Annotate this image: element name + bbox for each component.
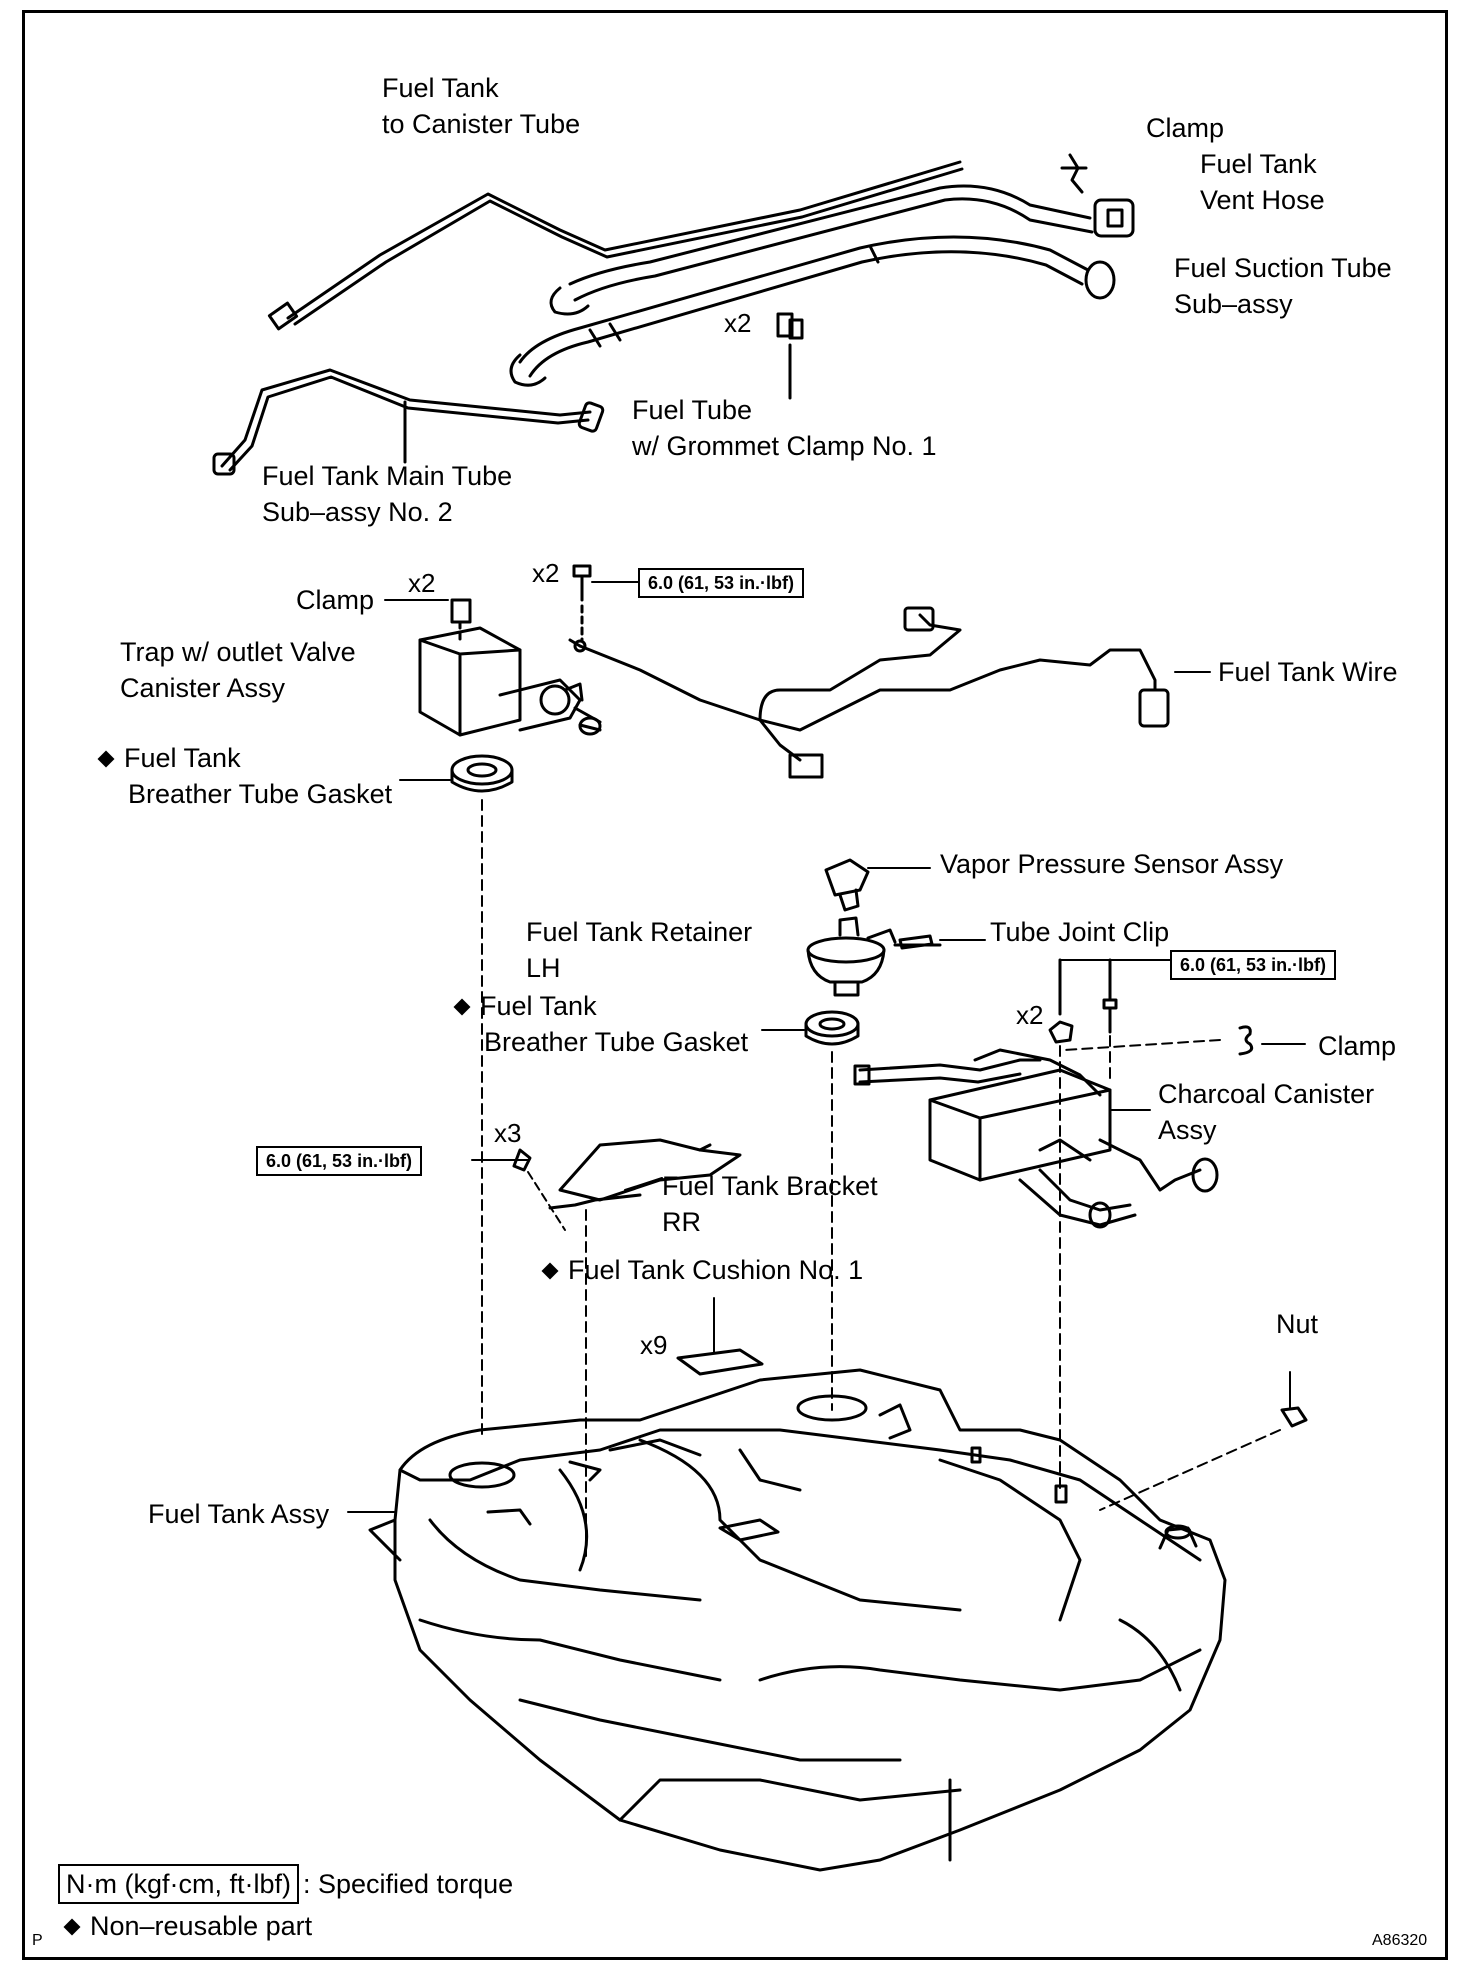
non-reusable-mark <box>97 750 115 768</box>
diagram-frame <box>22 10 1448 1960</box>
right-bolts-drawing <box>1048 958 1171 1491</box>
legend-nonreusable: Non–reusable part <box>63 1908 312 1944</box>
canister-tube-drawing <box>267 160 964 331</box>
breather-gasket-upper-drawing <box>399 754 514 1441</box>
trap-canister-drawing <box>418 598 602 737</box>
vapor-sensor-drawing <box>824 858 931 912</box>
nut-drawing <box>1099 1371 1308 1511</box>
legend-torque-unit: N·m (kgf·cm, ft·lbf) <box>58 1864 299 1904</box>
qty-bolt-left: x3 <box>494 1118 522 1148</box>
label-fuel-suction-tube: Fuel Suction Tube Sub–assy <box>1174 253 1392 319</box>
label-clamp-right: Clamp <box>1318 1031 1397 1061</box>
label-fuel-tank-to-canister-tube: Fuel Tank to Canister Tube <box>382 73 581 139</box>
torque-spec-top: 6.0 (61, 53 in.·lbf) <box>638 568 805 598</box>
qty-bolt-top: x2 <box>532 558 560 588</box>
tube-joint-clip-drawing <box>898 934 986 950</box>
label-fuel-tank-bracket: Fuel Tank Bracket RR <box>662 1171 878 1237</box>
qty-grommet-clamp: x2 <box>724 308 752 338</box>
retainer-drawing <box>806 916 942 997</box>
label-fuel-tank-cushion: Fuel Tank Cushion No. 1 <box>541 1252 863 1288</box>
vent-hose-drawing <box>549 153 1135 316</box>
label-fuel-tube-grommet-clamp: Fuel Tube w/ Grommet Clamp No. 1 <box>632 395 937 461</box>
label-tube-joint-clip: Tube Joint Clip <box>990 917 1170 947</box>
torque-spec-left: 6.0 (61, 53 in.·lbf) <box>256 1146 423 1176</box>
label-fuel-tank-main-tube: Fuel Tank Main Tube Sub–assy No. 2 <box>262 461 513 527</box>
label-fuel-tank-wire: Fuel Tank Wire <box>1218 657 1398 687</box>
cushion-drawing <box>676 1297 764 1376</box>
corner-code-left: P <box>32 1932 43 1949</box>
left-bolts-drawing <box>471 1148 587 1561</box>
qty-bolt-right: x2 <box>1016 1000 1044 1030</box>
qty-clamp-left: x2 <box>408 568 436 598</box>
label-fuel-tank-vent-hose: Fuel Tank Vent Hose <box>1200 149 1325 215</box>
suction-tube-drawing <box>509 235 1116 387</box>
label-trap-canister: Trap w/ outlet Valve Canister Assy <box>120 637 356 703</box>
legend-torque: N·m (kgf·cm, ft·lbf): Specified torque <box>58 1864 513 1904</box>
non-reusable-mark <box>541 1262 559 1280</box>
clamp-right-drawing <box>1064 1025 1306 1056</box>
torque-spec-right: 6.0 (61, 53 in.·lbf) <box>1170 950 1337 980</box>
label-breather-gasket-upper: Fuel Tank Breather Tube Gasket <box>97 740 392 812</box>
label-charcoal-canister: Charcoal Canister Assy <box>1158 1079 1375 1145</box>
label-vapor-pressure-sensor: Vapor Pressure Sensor Assy <box>940 849 1284 879</box>
label-breather-gasket-lower: Fuel Tank Breather Tube Gasket <box>453 988 748 1060</box>
label-fuel-tank-assy: Fuel Tank Assy <box>148 1499 330 1529</box>
charcoal-canister-drawing <box>853 1048 1219 1229</box>
non-reusable-mark <box>63 1918 81 1936</box>
grommet-clamp-drawing <box>776 312 804 400</box>
bracket-drawing <box>548 1138 742 1210</box>
label-clamp-left: Clamp <box>296 585 375 615</box>
breather-gasket-lower-drawing <box>761 1010 860 1411</box>
fuel-tank-drawing <box>368 1368 1227 1872</box>
label-fuel-tank-retainer: Fuel Tank Retainer LH <box>526 917 753 983</box>
qty-cushion: x9 <box>640 1330 668 1360</box>
non-reusable-mark <box>453 998 471 1016</box>
main-tube-drawing <box>212 368 605 476</box>
fuel-tank-wire-drawing <box>568 606 1170 779</box>
label-nut: Nut <box>1276 1309 1319 1339</box>
label-clamp-top: Clamp <box>1146 113 1225 143</box>
legend-torque-desc: : Specified torque <box>302 1869 514 1899</box>
figure-id: A86320 <box>1372 1932 1428 1949</box>
top-bolt-drawing <box>572 564 639 642</box>
